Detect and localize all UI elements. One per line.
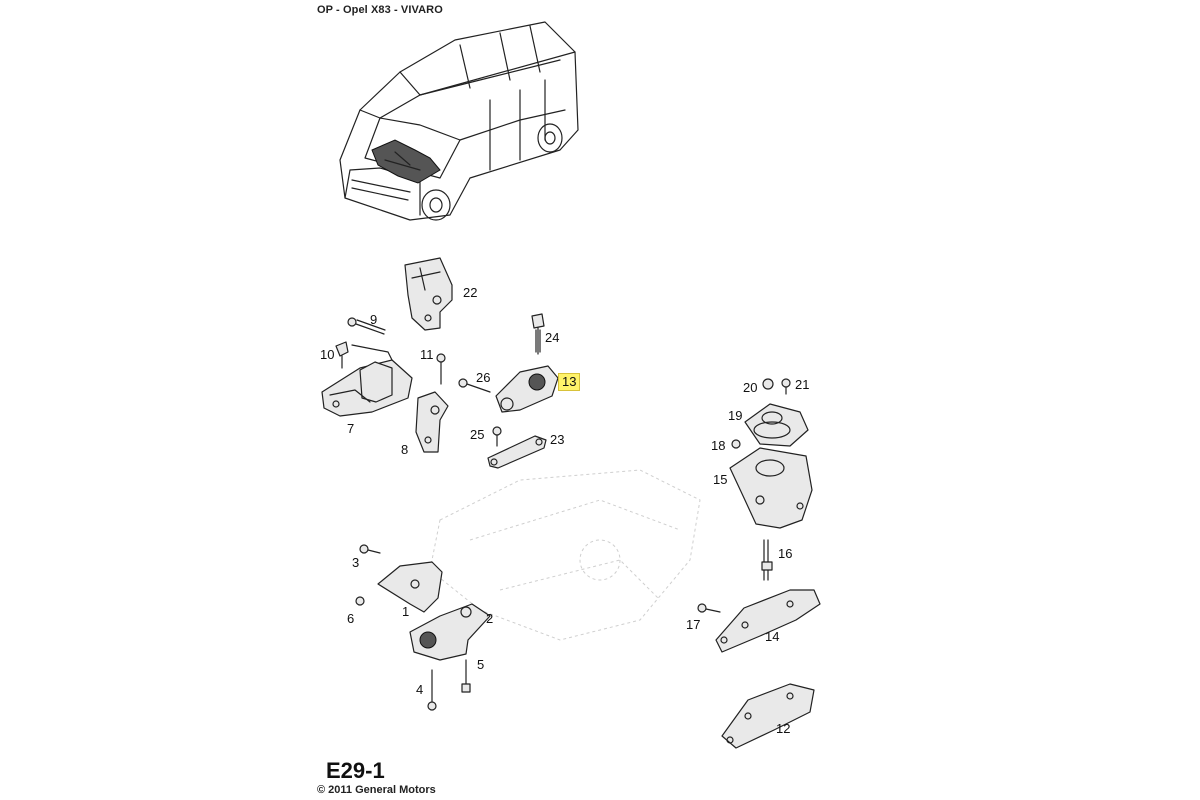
part-label-18: 18 [711, 438, 726, 453]
part-3-bolt [359, 544, 381, 554]
van-illustration [339, 21, 579, 221]
part-4-bolt [427, 669, 437, 711]
part-7-mount [321, 344, 413, 417]
part-label-23: 23 [550, 432, 565, 447]
part-18-bolt [731, 439, 741, 449]
diagram-title: OP - Opel X83 - VIVARO [317, 4, 443, 16]
part-26-bolt [458, 378, 491, 393]
part-19-mount [744, 403, 809, 447]
part-label-22: 22 [463, 285, 478, 300]
part-10-bolt [335, 341, 349, 369]
part-label-1: 1 [402, 604, 410, 619]
part-label-2: 2 [486, 611, 494, 626]
part-16-stud [761, 539, 773, 581]
part-21-bolt [781, 378, 791, 395]
part-label-8: 8 [401, 442, 409, 457]
part-label-5: 5 [477, 657, 485, 672]
part-label-9: 9 [370, 312, 378, 327]
part-label-20: 20 [743, 380, 758, 395]
part-24-bolt [531, 313, 545, 355]
part-label-10: 10 [320, 347, 335, 362]
part-13-torque-rod [495, 365, 559, 413]
part-22-bracket [404, 257, 453, 331]
part-label-25: 25 [470, 427, 485, 442]
part-label-19: 19 [728, 408, 743, 423]
part-label-4: 4 [416, 682, 424, 697]
part-2-mount [409, 603, 491, 661]
part-label-24: 24 [545, 330, 560, 345]
part-6-bolt [355, 596, 365, 606]
part-20-nut [762, 378, 774, 390]
part-23-rod [487, 435, 547, 469]
part-label-14: 14 [765, 629, 780, 644]
part-label-15: 15 [713, 472, 728, 487]
part-12-crossmember [721, 683, 815, 749]
part-1-bracket [377, 561, 443, 613]
copyright-notice: © 2011 General Motors [317, 784, 436, 796]
part-25-bolt [492, 426, 502, 447]
part-15-bracket [729, 447, 813, 529]
part-14-crossmember [715, 589, 821, 653]
part-9-bolt [347, 317, 386, 335]
sheet-id: E29-1 [326, 758, 385, 783]
engine-ghost-outline [429, 469, 701, 641]
part-label-11: 11 [420, 347, 434, 362]
part-label-7: 7 [347, 421, 355, 436]
part-label-6: 6 [347, 611, 355, 626]
part-label-26: 26 [476, 370, 491, 385]
part-label-16: 16 [778, 546, 793, 561]
part-11-bolt [436, 353, 446, 385]
part-5-bolt [461, 659, 471, 693]
part-label-21: 21 [795, 377, 810, 392]
part-label-3: 3 [352, 555, 360, 570]
part-label-12: 12 [776, 721, 791, 736]
part-label-13[interactable]: 13 [558, 373, 581, 391]
part-label-17: 17 [686, 617, 701, 632]
part-8-bracket [415, 391, 449, 453]
part-17-bolt [697, 603, 721, 613]
